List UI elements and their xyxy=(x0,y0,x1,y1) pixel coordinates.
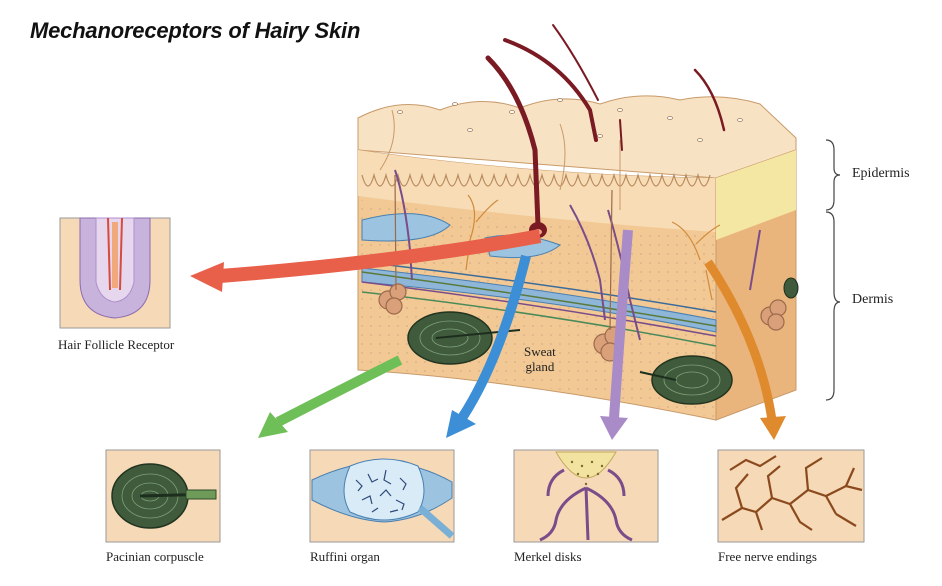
sweat-gland-3 xyxy=(760,299,787,331)
arrow-hair-follicle xyxy=(219,229,542,283)
epidermis-side-yellow xyxy=(716,150,796,240)
hair-shaft-3 xyxy=(552,24,599,101)
page-title: Mechanoreceptors of Hairy Skin xyxy=(30,18,361,43)
hair-shaft-5 xyxy=(619,119,623,151)
epidermis-label: Epidermis xyxy=(852,166,910,181)
hair-shaft-1 xyxy=(485,55,541,228)
sweat-gland-label-line2: gland xyxy=(525,359,555,374)
inset-ruffini xyxy=(309,449,455,543)
arrow-ruffini xyxy=(457,254,531,421)
dermis-bracket xyxy=(825,211,841,401)
arrow-pacinian xyxy=(275,355,403,427)
vessel-stub xyxy=(783,277,799,299)
ruffini-organ-label: Ruffini organ xyxy=(310,549,380,564)
arrow-merkel xyxy=(609,229,633,419)
skin-surface-top xyxy=(357,95,797,179)
sweat-gland-1 xyxy=(378,174,407,315)
inset-pacinian xyxy=(105,449,221,543)
merkel-disks-label: Merkel disks xyxy=(514,549,582,564)
inset-hair-follicle xyxy=(59,217,171,329)
sweat-gland-label-line1: Sweat xyxy=(524,344,556,359)
epidermis-bracket xyxy=(825,139,841,211)
arrows xyxy=(190,229,786,440)
pacinian-in-skin xyxy=(407,311,733,405)
hair-shaft-2 xyxy=(503,38,598,142)
sweat-gland-label: Sweat gland xyxy=(524,344,556,374)
hairs xyxy=(485,24,726,228)
dermis-label: Dermis xyxy=(852,292,894,307)
nerve-bundle xyxy=(361,261,717,347)
hair-follicle-receptor-label: Hair Follicle Receptor xyxy=(58,337,175,352)
inset-free-nerve xyxy=(717,449,865,543)
layer-brackets xyxy=(825,139,841,401)
inset-merkel xyxy=(513,449,659,543)
free-nerve-endings-label: Free nerve endings xyxy=(718,549,817,564)
hair-shaft-4 xyxy=(693,68,726,132)
merkel-nerves xyxy=(394,169,761,341)
free-nerve-endings-skin xyxy=(465,194,721,301)
arrow-free-nerve xyxy=(704,259,777,421)
pacinian-corpuscle-label: Pacinian corpuscle xyxy=(106,549,204,564)
